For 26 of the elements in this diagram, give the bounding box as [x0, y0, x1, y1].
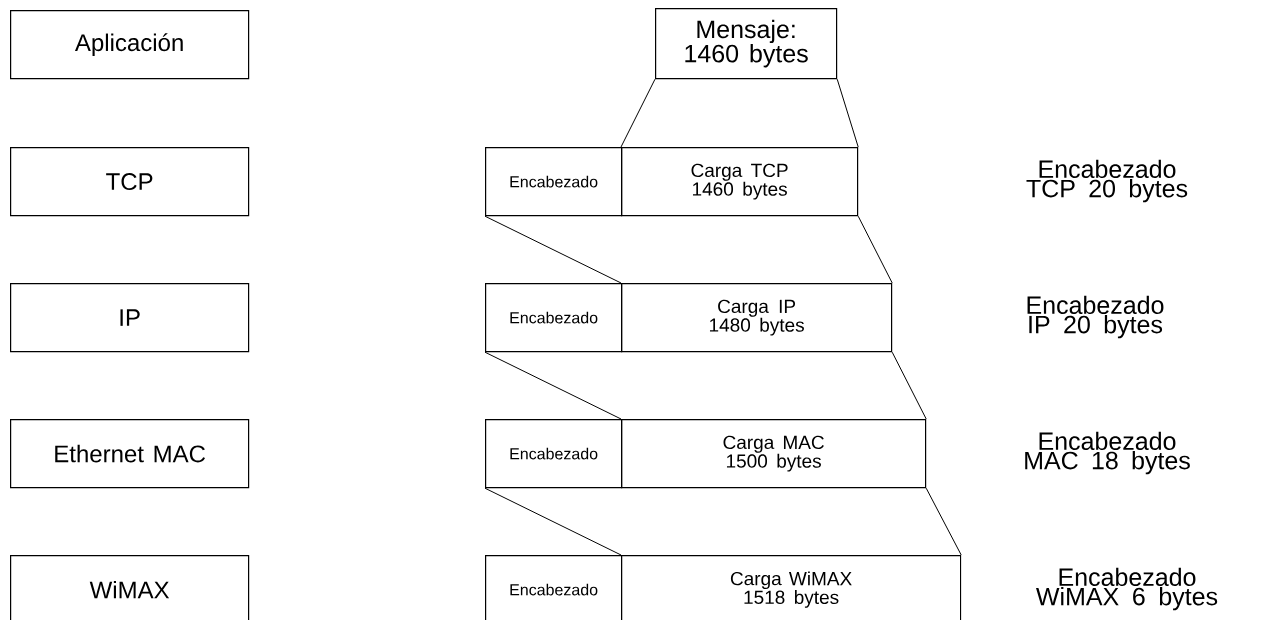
header-size-label: Encabezado IP 20 bytes: [1027, 295, 1164, 339]
header-box: Encabezado: [485, 555, 623, 620]
connector-line: [620, 78, 656, 148]
payload-box: Carga IP 1480 bytes: [621, 283, 893, 353]
layer-box: Ethernet MAC: [10, 419, 250, 489]
layer-box: Aplicación: [10, 10, 250, 80]
connector-line: [484, 487, 622, 556]
layer-box: WiMAX: [10, 555, 250, 620]
header-box: Encabezado: [485, 419, 623, 489]
payload-box: Carga WiMAX 1518 bytes: [621, 555, 962, 620]
connector-line: [484, 215, 622, 284]
header-box: Encabezado: [485, 147, 623, 217]
connector-line: [891, 351, 927, 420]
connector-line: [925, 487, 962, 556]
payload-box: Carga MAC 1500 bytes: [621, 419, 927, 489]
payload-box: Carga TCP 1460 bytes: [621, 147, 859, 217]
header-size-label: Encabezado WiMAX 6 bytes: [1036, 567, 1218, 611]
layer-box: IP: [10, 283, 250, 353]
connector-line: [484, 351, 622, 420]
header-size-label: Encabezado TCP 20 bytes: [1026, 159, 1188, 203]
layer-box: TCP: [10, 147, 250, 217]
header-size-label: Encabezado MAC 18 bytes: [1025, 431, 1190, 475]
header-box: Encabezado: [485, 283, 623, 353]
message-box: Mensaje: 1460 bytes: [655, 8, 838, 80]
connector-line: [857, 215, 893, 284]
connector-line: [836, 78, 859, 148]
